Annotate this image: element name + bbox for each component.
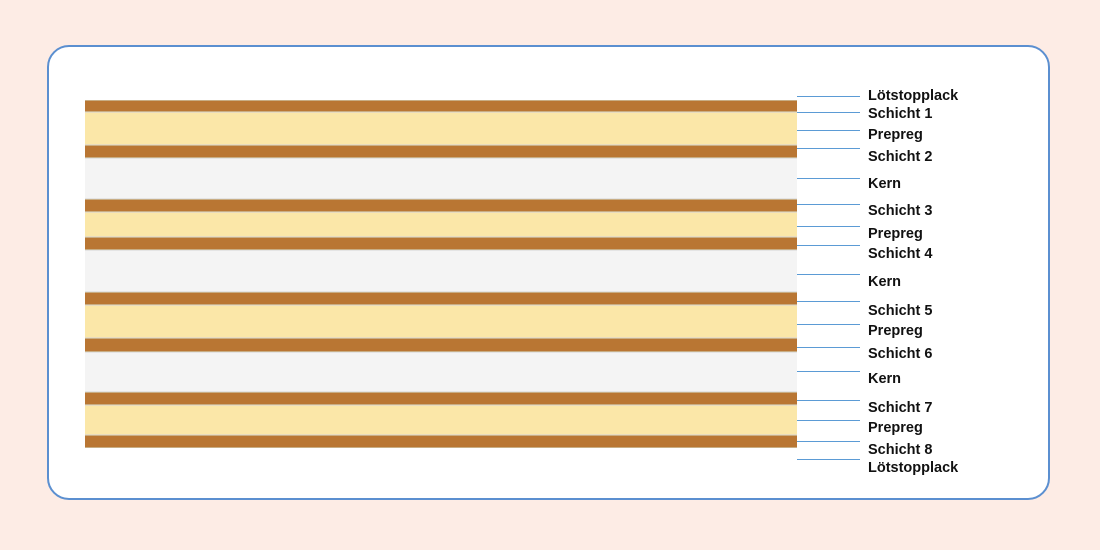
layer-band-copper xyxy=(85,292,797,305)
layer-label: Schicht 8 xyxy=(868,442,933,458)
layer-band-copper xyxy=(85,199,797,212)
layer-label: Kern xyxy=(868,371,902,387)
layer-label: Prepreg xyxy=(868,226,923,242)
layer-band-copper xyxy=(85,435,797,448)
layer-band-copper xyxy=(85,145,797,158)
layer-band-copper xyxy=(85,392,797,405)
layer-band-prepreg xyxy=(85,212,797,237)
layer-band-core xyxy=(85,158,797,199)
layer-label: Lötstopplack xyxy=(868,88,959,104)
leader-line xyxy=(797,371,860,372)
layer-label: Schicht 5 xyxy=(868,303,933,319)
leader-line xyxy=(797,420,860,421)
layer-band-copper xyxy=(85,338,797,352)
layer-label: Schicht 2 xyxy=(868,149,933,165)
leader-line xyxy=(797,347,860,348)
leader-line xyxy=(797,204,860,205)
layer-band-prepreg xyxy=(85,112,797,145)
layer-label: Kern xyxy=(868,176,902,192)
layer-label: Kern xyxy=(868,274,902,290)
leader-line xyxy=(797,400,860,401)
layer-band-prepreg xyxy=(85,305,797,338)
leader-line xyxy=(797,441,860,442)
leader-line xyxy=(797,130,860,131)
leader-line xyxy=(797,178,860,179)
layer-label: Schicht 6 xyxy=(868,346,933,362)
leader-line xyxy=(797,112,860,113)
layer-band-prepreg xyxy=(85,405,797,435)
layer-label: Schicht 7 xyxy=(868,400,933,416)
layer-label: Prepreg xyxy=(868,127,923,143)
layer-band-soldermask xyxy=(85,85,797,100)
leader-line xyxy=(797,148,860,149)
leader-line xyxy=(797,96,860,97)
layer-label: Lötstopplack xyxy=(868,460,959,476)
layer-band-core xyxy=(85,352,797,392)
leader-line xyxy=(797,226,860,227)
layer-stack-column xyxy=(85,85,797,468)
layer-label: Prepreg xyxy=(868,420,923,436)
layer-band-core xyxy=(85,250,797,292)
leader-line xyxy=(797,324,860,325)
layer-label: Prepreg xyxy=(868,323,923,339)
layer-band-soldermask xyxy=(85,448,797,468)
layer-label: Schicht 3 xyxy=(868,203,933,219)
leader-line xyxy=(797,245,860,246)
layer-band-copper xyxy=(85,100,797,112)
layer-label: Schicht 1 xyxy=(868,106,933,122)
layer-band-copper xyxy=(85,237,797,250)
layer-label: Schicht 4 xyxy=(868,246,933,262)
leader-line xyxy=(797,459,860,460)
leader-line xyxy=(797,301,860,302)
leader-line xyxy=(797,274,860,275)
